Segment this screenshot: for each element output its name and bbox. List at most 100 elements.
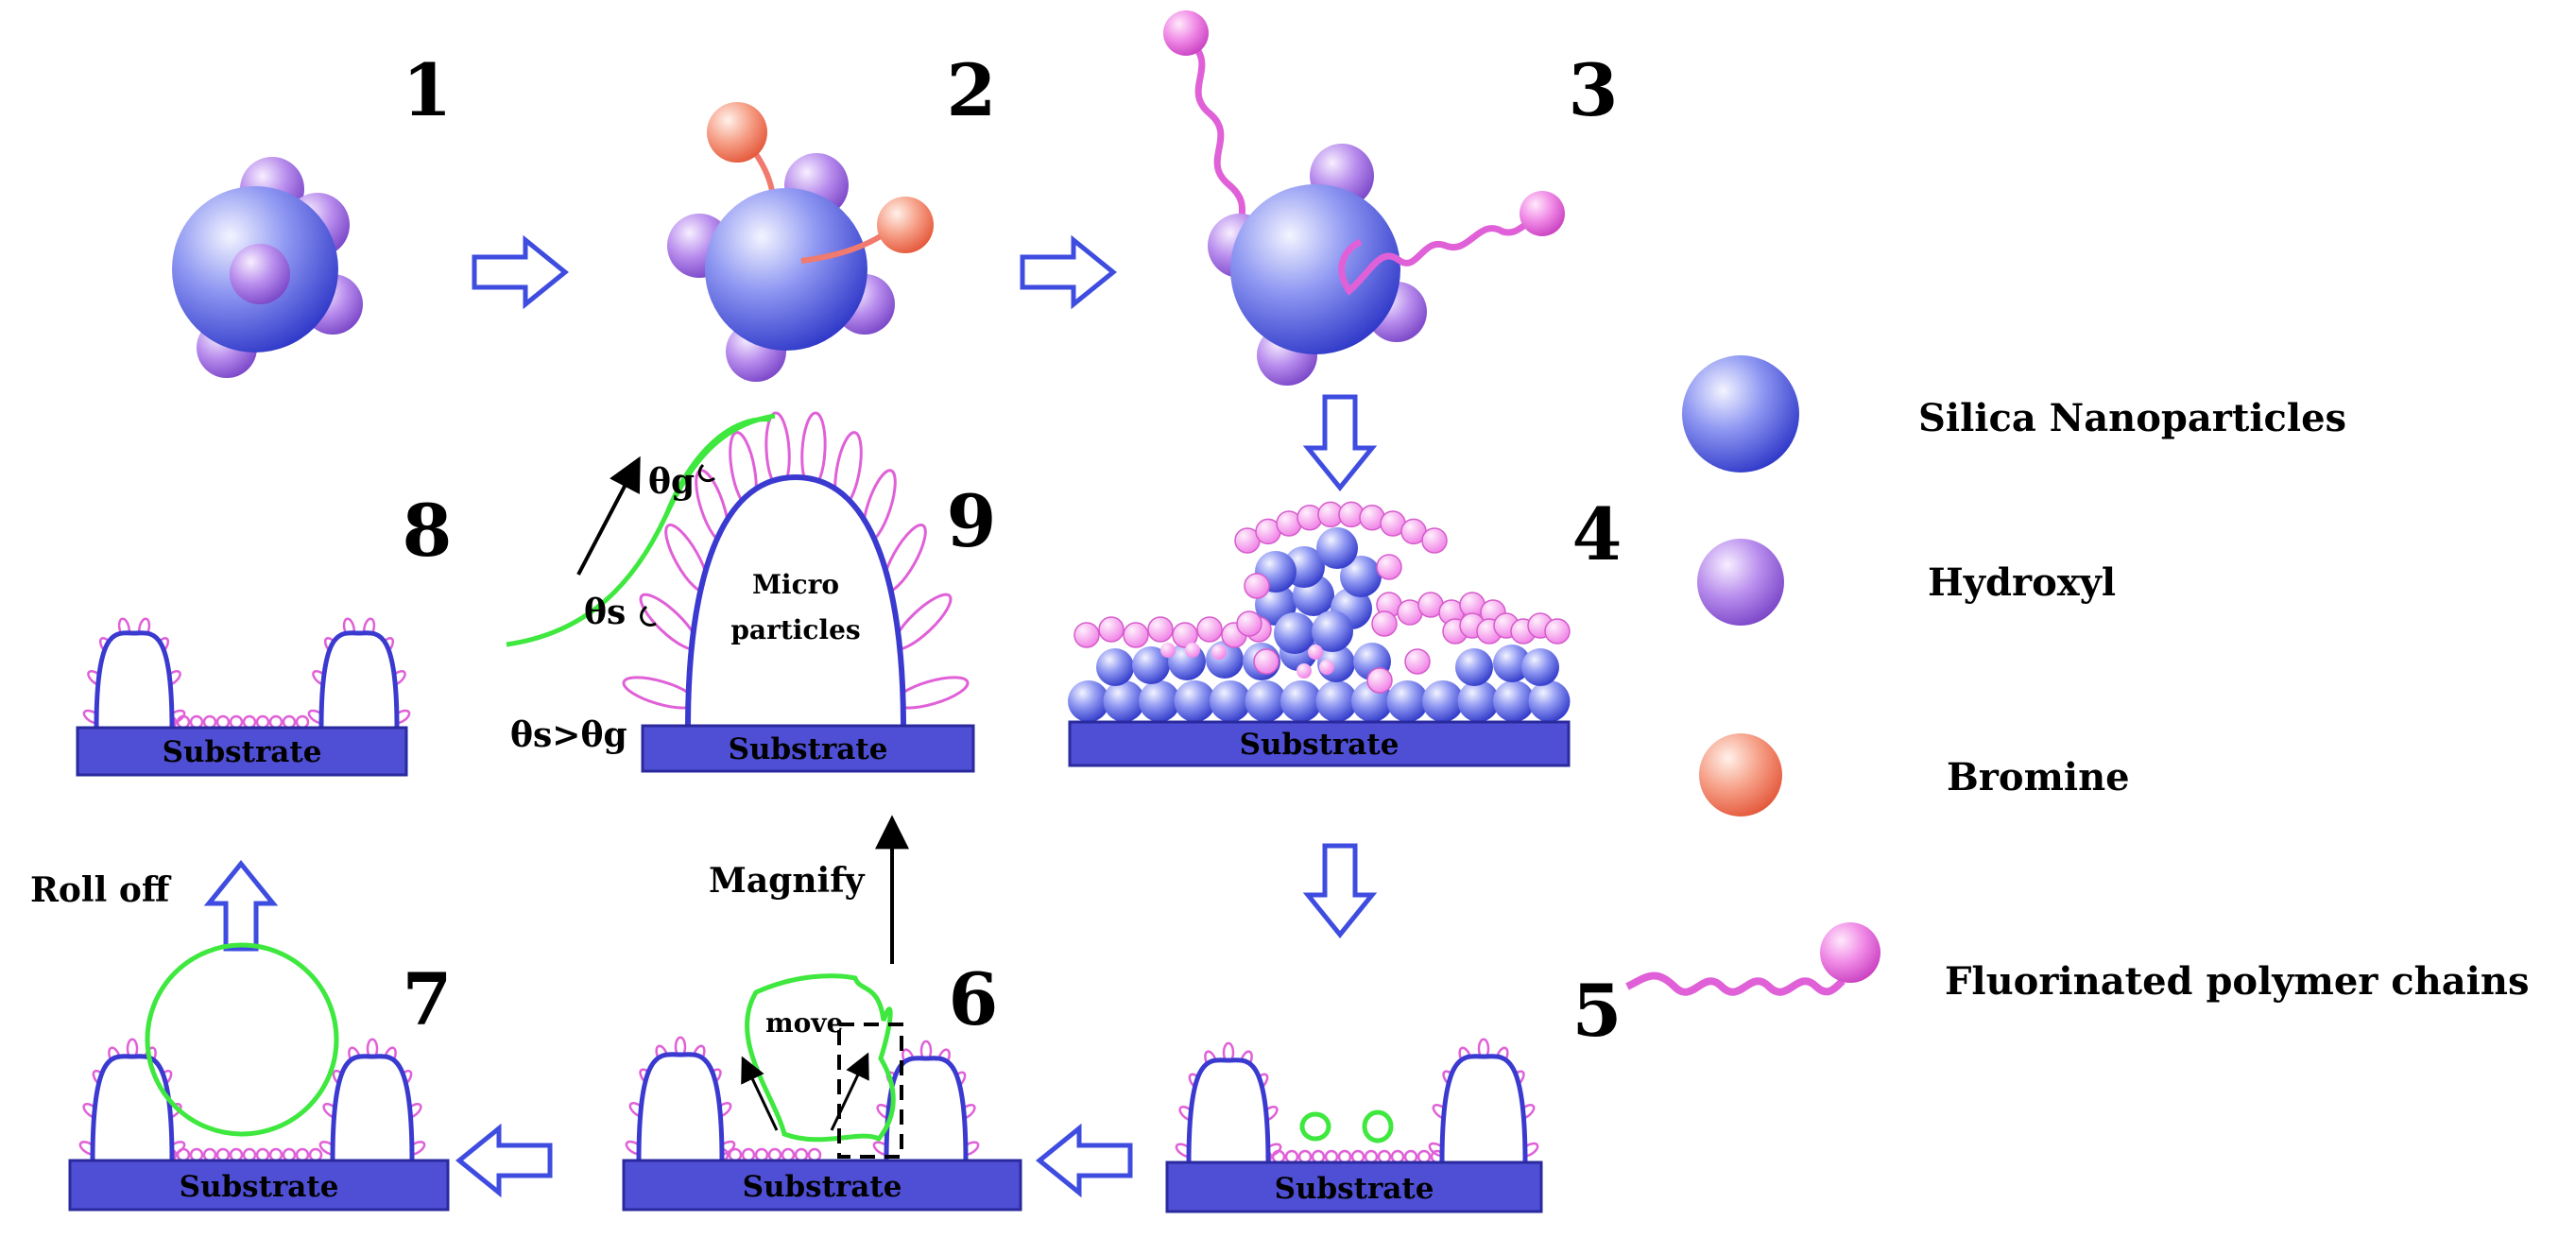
droplet-contour xyxy=(506,413,776,647)
polymer-particle xyxy=(1319,660,1334,675)
water-droplet xyxy=(1362,1109,1394,1143)
silica-particle xyxy=(1312,610,1353,652)
silica-particle xyxy=(1340,556,1382,597)
step-number-4: 4 xyxy=(1572,492,1623,576)
left-arrow-6-to-7 xyxy=(455,1123,553,1198)
micro-bumps xyxy=(78,1038,426,1162)
motion-arrow xyxy=(741,1056,779,1131)
polymer-loop xyxy=(1417,1149,1432,1164)
polymer-particle xyxy=(1147,616,1174,643)
polymer-chain xyxy=(1188,40,1255,241)
legend-polymer-icon xyxy=(1820,922,1880,983)
polymer-particle xyxy=(1253,648,1279,675)
polymer-loop xyxy=(202,1147,217,1162)
polymer-loop xyxy=(1297,1149,1313,1164)
polymer-particle xyxy=(1098,616,1125,643)
polymer-loop xyxy=(754,1147,769,1162)
silica-particle xyxy=(1316,527,1358,569)
legend-silica-label: Silica Nanoparticles xyxy=(1918,396,2346,440)
polymer-loop xyxy=(1403,1149,1418,1164)
angle-arc-theta-s xyxy=(640,605,657,627)
silica-particle xyxy=(1068,680,1109,722)
polymer-loop xyxy=(1337,1149,1352,1164)
substrate-label: Substrate xyxy=(163,735,322,769)
stage-1-nanoparticle xyxy=(172,157,363,378)
silica-particle xyxy=(1245,680,1287,722)
polymer-loop xyxy=(189,1147,204,1162)
polymer-particle xyxy=(1073,622,1100,648)
silica-particle xyxy=(1096,648,1134,686)
silica-particle xyxy=(1132,646,1170,684)
substrate-block xyxy=(76,726,408,777)
polymer-loop xyxy=(1324,1149,1339,1164)
micro-bump xyxy=(636,1052,725,1161)
micro-bump xyxy=(318,630,400,729)
water-droplet xyxy=(145,942,339,1137)
water-droplet xyxy=(1299,1111,1331,1142)
legend-polymer-chain xyxy=(1625,971,1846,996)
micro-bump xyxy=(330,1054,415,1161)
hydroxyl-group xyxy=(230,244,290,304)
step-number-3: 3 xyxy=(1569,48,1619,132)
stage-7-surface: Substrate xyxy=(68,942,450,1212)
silica-particle xyxy=(1455,648,1493,686)
micro-bumps xyxy=(82,617,411,730)
legend: Silica Nanoparticles Hydroxyl Bromine Fl… xyxy=(1625,355,2529,1004)
micro-bump xyxy=(884,1056,969,1161)
polymer-loop xyxy=(1350,1149,1365,1164)
polymer-loop xyxy=(781,1147,796,1162)
polymer-particle xyxy=(1196,616,1223,643)
polymer-loop xyxy=(255,1147,270,1162)
step-number-2: 2 xyxy=(947,48,997,132)
polymer-loop xyxy=(189,714,204,730)
polymer-loop xyxy=(1377,1149,1392,1164)
legend-hydroxyl-label: Hydroxyl xyxy=(1928,560,2116,605)
left-arrow-5-to-6 xyxy=(1036,1123,1133,1198)
water-droplet xyxy=(745,973,896,1143)
step-number-9: 9 xyxy=(947,479,997,563)
bromine-group xyxy=(707,102,767,163)
polymer-particle xyxy=(1371,610,1398,637)
substrate-label: Substrate xyxy=(1275,1172,1434,1206)
polymer-loop xyxy=(215,1147,231,1162)
micro-bump xyxy=(94,630,175,729)
silica-particle xyxy=(1210,680,1251,722)
down-arrow-3-to-4 xyxy=(1302,394,1378,491)
polymer-particle xyxy=(1366,667,1393,694)
polymer-particle xyxy=(1376,554,1402,580)
down-arrow-4-to-5 xyxy=(1302,843,1378,938)
polymer-loop xyxy=(202,714,217,730)
polymer-loop xyxy=(229,1147,244,1162)
legend-bromine-label: Bromine xyxy=(1947,755,2130,799)
polymer-particle xyxy=(1308,645,1323,660)
polymer-loop xyxy=(242,714,257,730)
substrate-block xyxy=(641,724,975,773)
polymer-chain xyxy=(1338,238,1363,293)
polymer-loop xyxy=(1390,1149,1405,1164)
microparticle-label-line1: Micro xyxy=(752,569,839,600)
polymer-loop xyxy=(242,1147,257,1162)
polymer-loop xyxy=(295,1147,310,1162)
polymer-particle xyxy=(1297,663,1312,679)
silica-core xyxy=(705,188,867,351)
polymer-loop xyxy=(268,714,283,730)
angle-arc-theta-g xyxy=(697,463,715,483)
substrate-label: Substrate xyxy=(180,1170,339,1204)
polymer-loop xyxy=(295,714,310,730)
step-number-6: 6 xyxy=(949,957,999,1041)
substrate-label: Substrate xyxy=(1240,728,1400,762)
silica-particle xyxy=(1174,680,1216,722)
motion-arrow xyxy=(830,1052,869,1131)
substrate-label: Substrate xyxy=(743,1170,902,1204)
polymer-loop xyxy=(229,714,244,730)
polymer-particle xyxy=(1244,573,1270,599)
stage-4-coating: Substrate xyxy=(1068,501,1571,767)
stage-3-nanoparticle xyxy=(1163,10,1565,386)
right-arrow-2-to-3 xyxy=(1020,234,1117,310)
bromine-linker xyxy=(800,232,885,264)
silica-particle xyxy=(1315,680,1358,722)
polymer-loop xyxy=(767,1147,782,1162)
droplet-contour-upper xyxy=(663,417,771,516)
move-label: move xyxy=(765,1007,843,1039)
stage-9-magnified: Micro particles θg θs θs>θg Substrate xyxy=(506,411,975,773)
